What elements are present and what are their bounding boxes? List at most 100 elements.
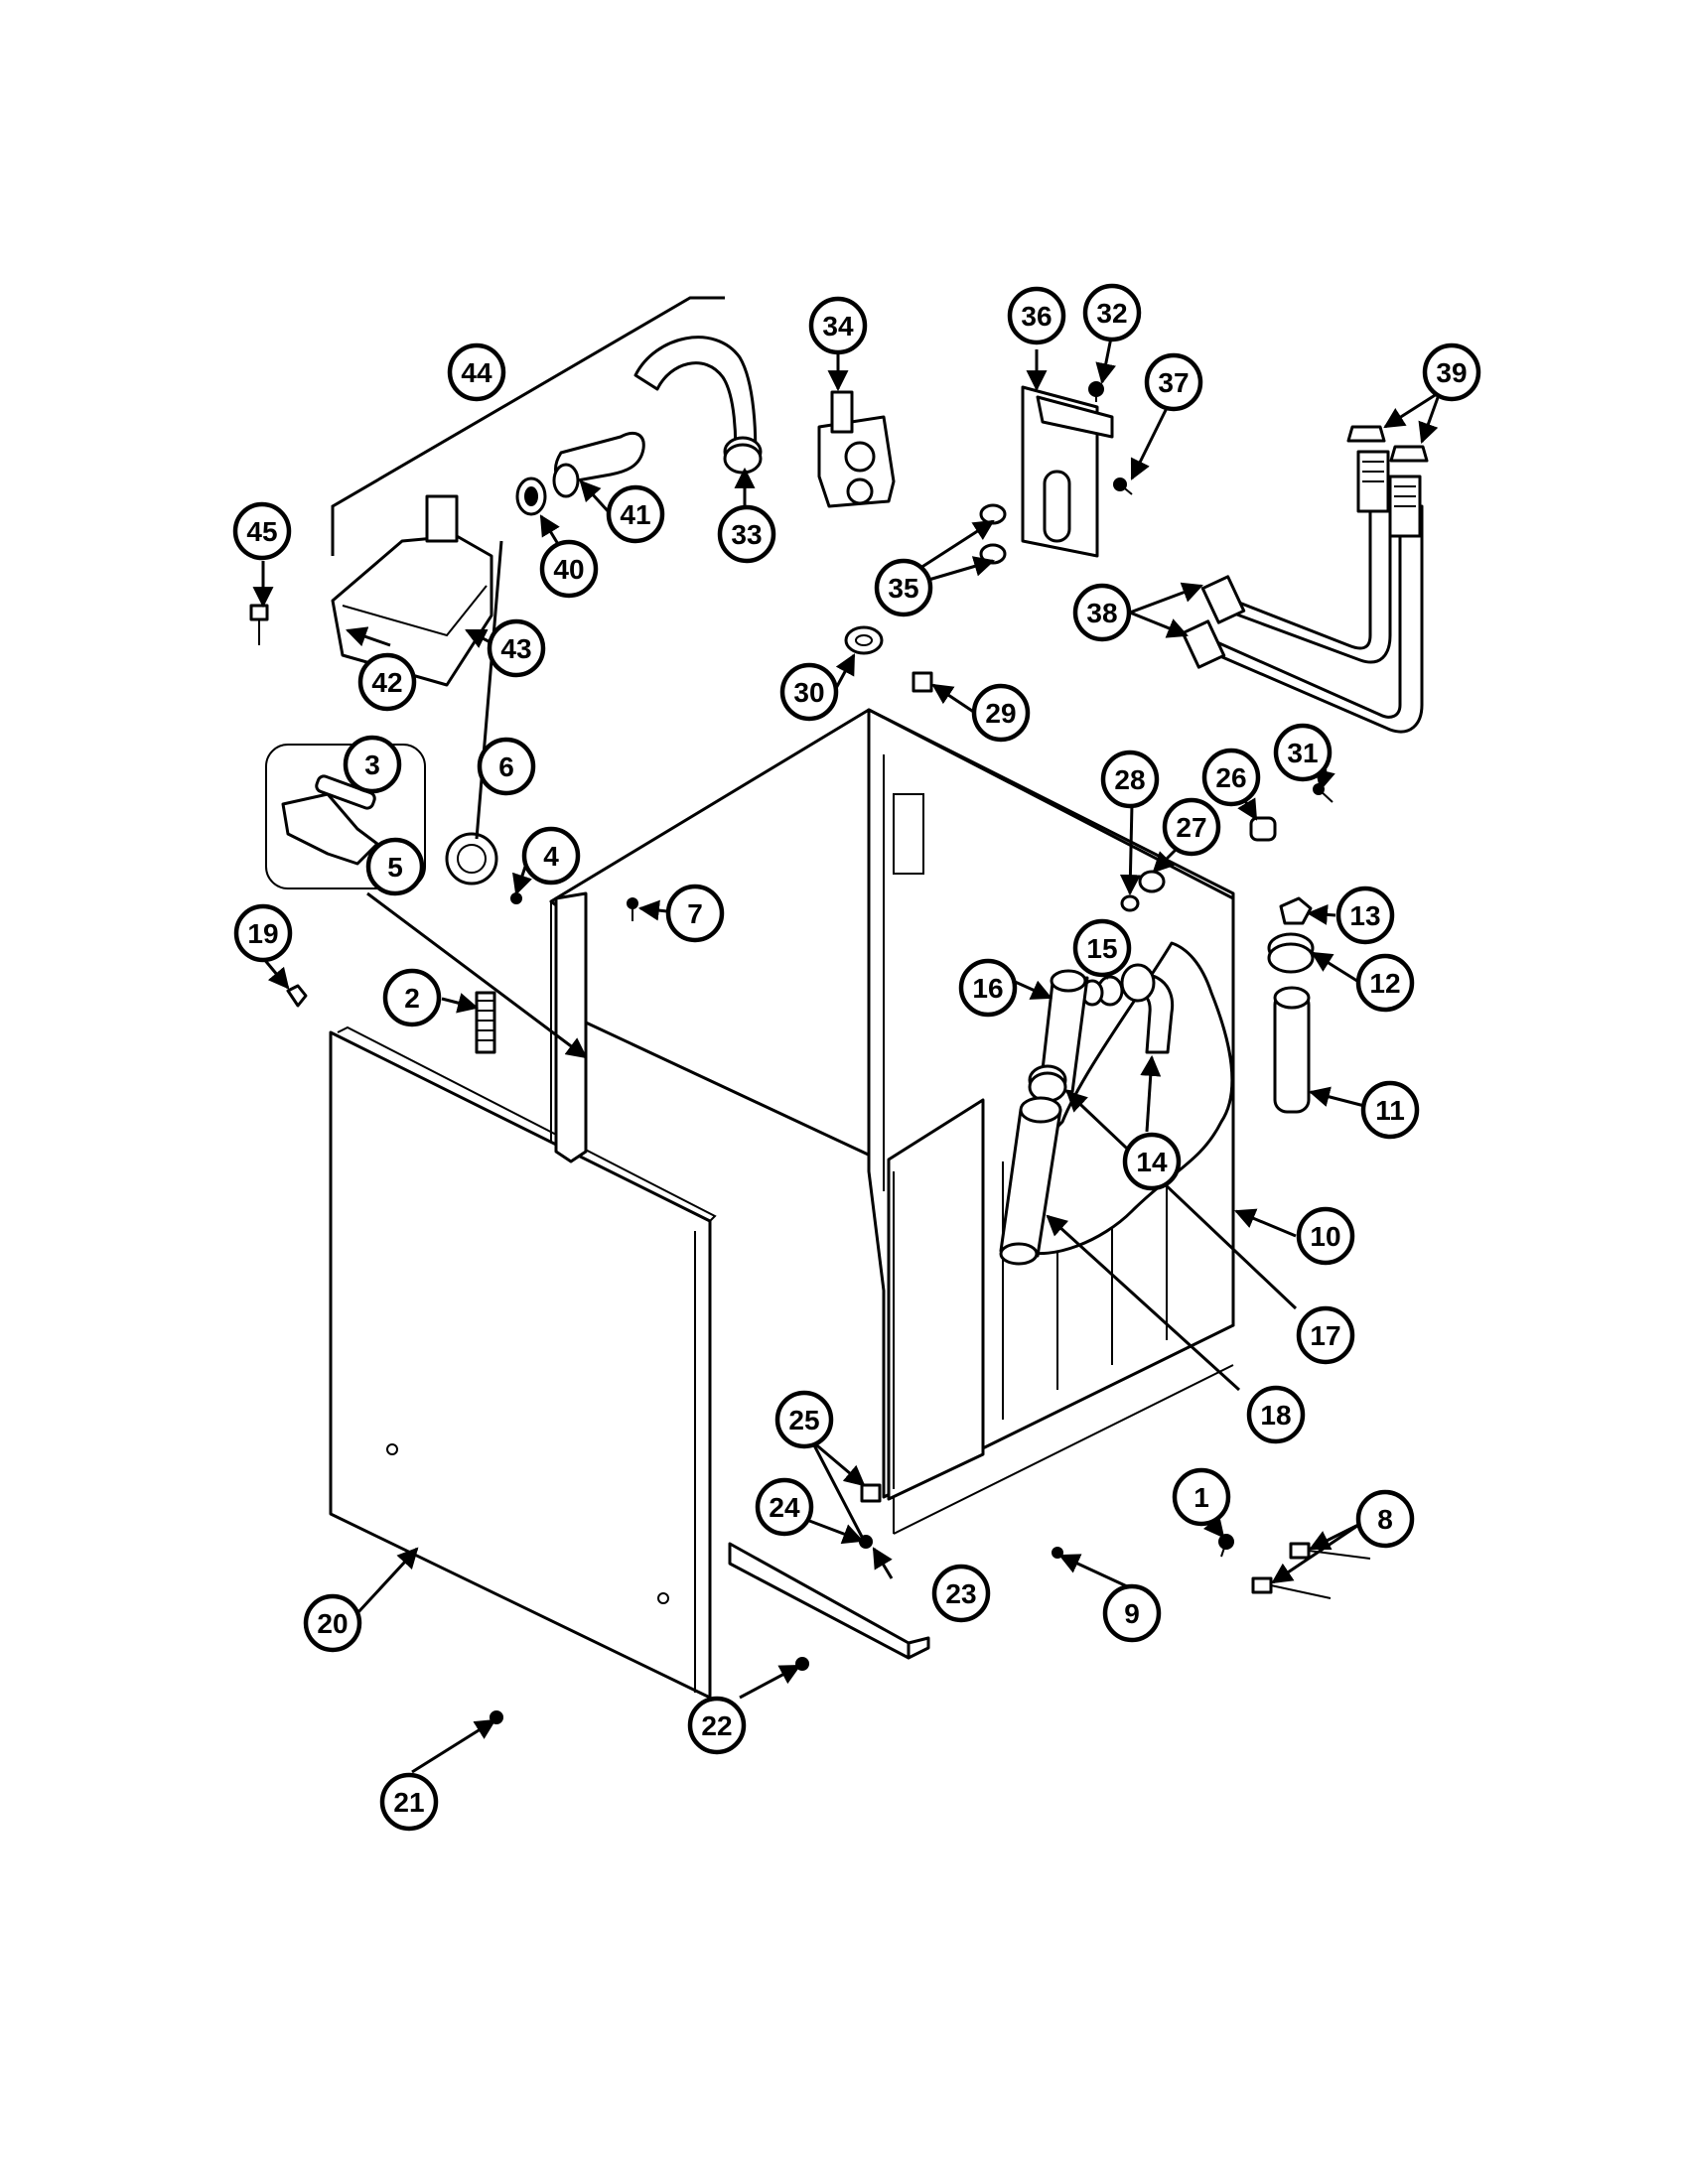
elbow-part-14	[1120, 963, 1175, 1054]
screw-part-24	[859, 1535, 873, 1549]
callout-number: 33	[731, 519, 762, 550]
callout-2: 2	[382, 968, 442, 1027]
callout-number: 5	[387, 852, 403, 883]
callout-33: 33	[717, 504, 776, 564]
callout-number: 11	[1375, 1095, 1405, 1126]
callout-41: 41	[606, 484, 665, 544]
callout-number: 42	[371, 667, 402, 698]
callout-14: 14	[1122, 1132, 1182, 1191]
callout-5: 5	[365, 837, 425, 896]
callout-10: 10	[1296, 1206, 1355, 1266]
callout-circle	[958, 958, 1018, 1018]
callout-number: 15	[1086, 933, 1117, 964]
screw-part-45	[249, 604, 269, 645]
callout-circle	[774, 1390, 834, 1449]
callout-20: 20	[303, 1593, 362, 1653]
plug-part-26	[1249, 816, 1277, 842]
callout-circle	[606, 484, 665, 544]
callout-26: 26	[1201, 748, 1261, 807]
callout-circle	[1144, 352, 1203, 412]
switch-housing-part-42	[331, 494, 493, 687]
callout-circle	[1355, 953, 1415, 1013]
screw-part-32	[1088, 381, 1104, 402]
callout-31: 31	[1273, 723, 1333, 782]
fitting-part-40	[515, 477, 547, 516]
cabinet-side-panel	[887, 1098, 985, 1501]
callout-number: 32	[1096, 298, 1127, 329]
callout-circle	[365, 837, 425, 896]
callout-number: 3	[364, 750, 380, 780]
callout-circle	[1072, 918, 1132, 978]
callout-number: 18	[1260, 1400, 1291, 1431]
callout-circle	[379, 1772, 439, 1832]
clip-part-19	[286, 984, 308, 1008]
callout-37: 37	[1144, 352, 1203, 412]
callout-circle	[1360, 1080, 1420, 1140]
callout-number: 38	[1086, 598, 1117, 628]
callout-7: 7	[665, 884, 725, 943]
callout-circle	[1082, 283, 1142, 342]
hose-part-11	[1273, 986, 1311, 1114]
water-valve-part-34	[817, 390, 896, 508]
callout-number: 21	[393, 1787, 424, 1818]
callout-circle	[931, 1564, 991, 1623]
callout-number: 24	[769, 1492, 800, 1523]
spring-part-2	[475, 991, 496, 1054]
callout-number: 31	[1287, 738, 1318, 768]
callout-29: 29	[971, 683, 1031, 743]
callout-number: 8	[1377, 1504, 1393, 1535]
callout-number: 29	[985, 698, 1016, 729]
callout-6: 6	[477, 737, 536, 796]
callout-number: 9	[1124, 1598, 1140, 1629]
inlet-hoses-part-38	[1181, 450, 1424, 734]
callout-number: 23	[945, 1578, 976, 1609]
assembly-bracket-44	[331, 296, 725, 556]
callout-9: 9	[1102, 1583, 1162, 1643]
callout-45: 45	[232, 501, 292, 561]
screw-part-7	[627, 897, 638, 921]
callout-number: 41	[620, 499, 650, 530]
callout-24: 24	[755, 1477, 814, 1537]
front-panel-part-20	[329, 1025, 717, 1700]
callout-4: 4	[521, 826, 581, 886]
callout-25: 25	[774, 1390, 834, 1449]
callout-circle	[1007, 286, 1066, 345]
callout-circle	[539, 539, 599, 599]
hose-assembly-part-41	[552, 432, 645, 498]
callout-number: 40	[553, 554, 584, 585]
clamp-part-33	[723, 436, 763, 475]
callout-number: 2	[404, 983, 420, 1014]
callout-number: 36	[1021, 301, 1052, 332]
callout-circle	[1122, 1132, 1182, 1191]
callout-circle	[1072, 583, 1132, 642]
callout-number: 7	[687, 898, 703, 929]
callout-number: 25	[788, 1405, 819, 1435]
callout-circle	[1273, 723, 1333, 782]
callout-circle	[233, 903, 293, 963]
screw-part-4	[510, 892, 522, 904]
cabinet-left-post	[554, 891, 588, 1163]
callout-19: 19	[233, 903, 293, 963]
callout-number: 35	[888, 573, 918, 604]
screw-part-37	[1113, 478, 1133, 495]
callout-number: 20	[317, 1608, 348, 1639]
callout-38: 38	[1072, 583, 1132, 642]
callout-circle	[808, 296, 868, 355]
callout-8: 8	[1355, 1489, 1415, 1549]
callout-circle	[874, 558, 933, 617]
screw-part-31	[1313, 783, 1333, 803]
callout-circle	[1246, 1385, 1306, 1444]
callout-number: 22	[701, 1710, 732, 1741]
callout-number: 43	[500, 633, 531, 664]
callout-30: 30	[779, 662, 839, 722]
fitting-part-13	[1279, 896, 1313, 925]
callout-circle	[1201, 748, 1261, 807]
callout-number: 13	[1349, 900, 1380, 931]
callout-11: 11	[1360, 1080, 1420, 1140]
grommet-part-30	[844, 625, 884, 655]
callout-number: 26	[1215, 762, 1246, 793]
knob-part-6	[445, 832, 498, 886]
clip-part-25	[860, 1483, 882, 1503]
callout-27: 27	[1162, 797, 1221, 857]
